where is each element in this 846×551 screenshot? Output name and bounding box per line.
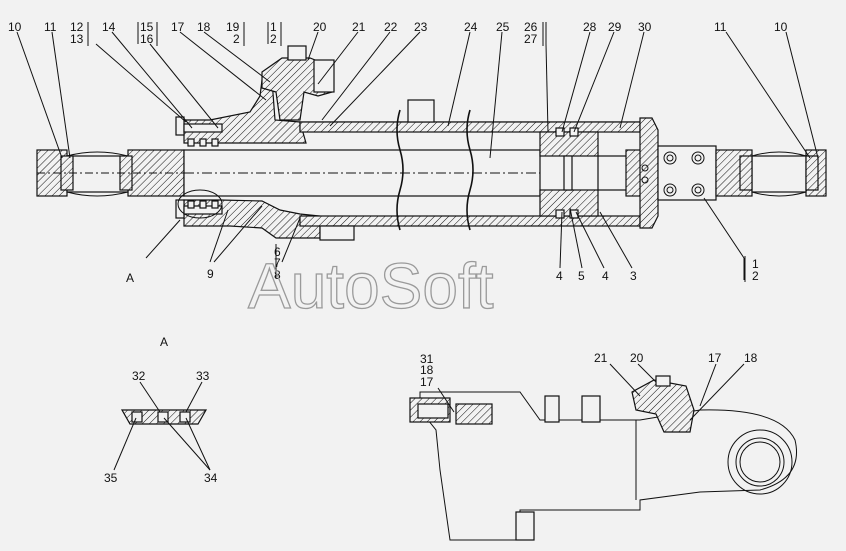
- side-callout-18b: 18: [744, 351, 758, 365]
- callout-22: 22: [384, 20, 398, 34]
- detail-a-view: A 32 33 35 34: [104, 335, 218, 485]
- callout-2b: 2: [270, 32, 277, 46]
- callout-1-right: 1: [752, 257, 759, 271]
- callout-1: 1: [270, 20, 277, 34]
- callout-2a: 2: [233, 32, 240, 46]
- detail-callout-34: 34: [204, 471, 218, 485]
- callout-25: 25: [496, 20, 510, 34]
- side-callout-17b: 17: [708, 351, 722, 365]
- callout-10: 10: [8, 20, 22, 34]
- callout-13: 13: [70, 32, 84, 46]
- side-callout-17a: 17: [420, 375, 434, 389]
- callout-30: 30: [638, 20, 652, 34]
- callout-14: 14: [102, 20, 116, 34]
- callout-7: 7: [274, 256, 281, 270]
- side-callout-31: 31: [420, 352, 434, 366]
- callout-11-right: 11: [714, 20, 727, 34]
- callout-24: 24: [464, 20, 478, 34]
- right-bearing: [751, 155, 807, 193]
- label-bars: [87, 22, 746, 282]
- side-callout-21: 21: [594, 351, 608, 365]
- autosoft-watermark: AutoSoft: [248, 250, 494, 322]
- detail-callout-33: 33: [196, 369, 210, 383]
- callout-20: 20: [313, 20, 327, 34]
- side-callout-20: 20: [630, 351, 644, 365]
- callouts-main: 10 11 12 13 14 15 16 17 18 19 2 1 2 20 2…: [8, 20, 788, 285]
- callout-10-right: 10: [774, 20, 788, 34]
- callout-17: 17: [171, 20, 185, 34]
- callout-12: 12: [70, 20, 84, 34]
- leader-lines-main: [16, 22, 819, 280]
- callout-19: 19: [226, 20, 240, 34]
- left-bearing: [66, 155, 129, 193]
- callout-4a: 4: [556, 269, 563, 283]
- callout-4b: 4: [602, 269, 609, 283]
- callout-29: 29: [608, 20, 622, 34]
- piston-upper: [539, 131, 599, 157]
- piston-lower: [539, 189, 599, 217]
- callout-5: 5: [578, 269, 585, 283]
- callout-16: 16: [140, 32, 154, 46]
- callout-8: 8: [274, 268, 281, 282]
- callout-3: 3: [630, 269, 637, 283]
- detail-title: A: [160, 335, 168, 349]
- side-callout-18a: 18: [420, 363, 434, 377]
- callout-18: 18: [197, 20, 211, 34]
- callout-11: 11: [44, 20, 57, 34]
- callout-21: 21: [352, 20, 366, 34]
- callout-9: 9: [207, 267, 214, 281]
- callout-6: 6: [274, 245, 281, 259]
- callout-26: 26: [524, 20, 538, 34]
- callout-28: 28: [583, 20, 597, 34]
- detail-callout-35: 35: [104, 471, 118, 485]
- callout-15: 15: [140, 20, 154, 34]
- side-view: 31 18 17 21 20 17 18: [409, 351, 797, 541]
- barrel-lower-wall: [299, 215, 641, 227]
- end-yoke: [657, 145, 717, 201]
- main-section-view: [36, 45, 827, 241]
- callout-2-right: 2: [752, 269, 759, 283]
- callout-23: 23: [414, 20, 428, 34]
- detail-callout-32: 32: [132, 369, 146, 383]
- end-cap: [639, 117, 659, 229]
- side-eye-outer: [727, 429, 793, 495]
- callout-27: 27: [524, 32, 538, 46]
- view-label-a: A: [126, 271, 134, 285]
